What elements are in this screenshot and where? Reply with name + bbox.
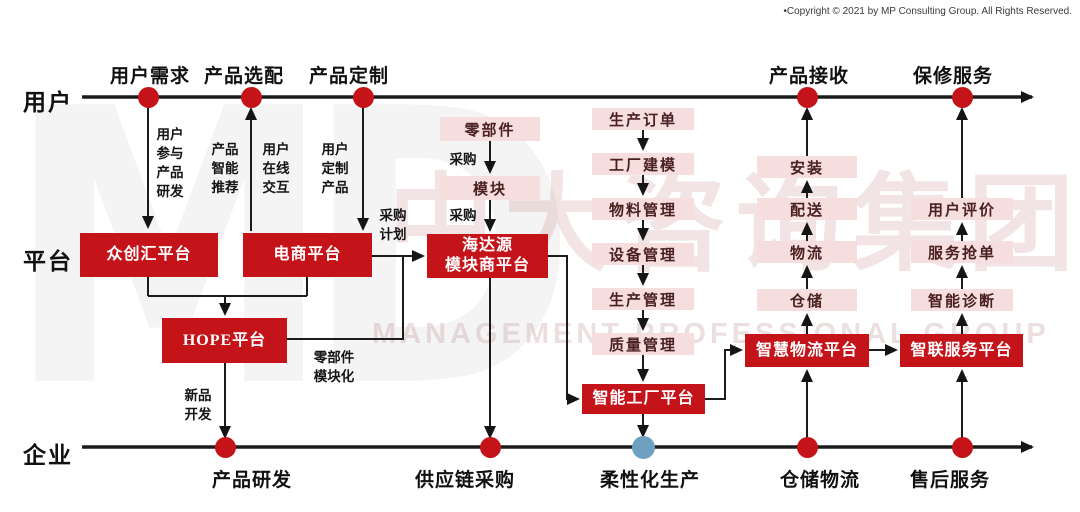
- process-box-production-order: 生产订单: [592, 108, 694, 130]
- node-label-flexible-production: 柔性化生产: [599, 470, 700, 491]
- platform-box-hope: HOPE平台: [162, 318, 287, 363]
- node-label-warehouse-logistics: 仓储物流: [779, 470, 860, 491]
- node-dot-product-reception: [797, 87, 818, 108]
- annotation-user-participates-rd: 用户 参与 产品 研发: [156, 127, 184, 199]
- node-dot-flexible-production: [632, 436, 655, 459]
- process-box-smart-diagnosis: 智能诊断: [911, 289, 1013, 311]
- node-dot-warehouse-logistics: [797, 437, 818, 458]
- process-box-parts: 零部件: [440, 117, 540, 141]
- node-dot-product-rd: [215, 437, 236, 458]
- annotation-procure-module: 采购: [449, 208, 477, 223]
- annotation-parts-modularization: 零部件 模块化: [313, 350, 355, 384]
- process-box-delivery: 配送: [757, 198, 857, 220]
- node-dot-product-customization: [353, 87, 374, 108]
- node-dot-after-sales: [952, 437, 973, 458]
- process-box-factory-modeling: 工厂建模: [592, 153, 694, 175]
- node-label-warranty-service: 保修服务: [912, 66, 993, 87]
- copyright-text: •Copyright © 2021 by MP Consulting Group…: [783, 6, 1072, 17]
- process-box-order-grab: 服务抢单: [911, 241, 1013, 263]
- platform-box-smart-factory: 智能工厂平台: [582, 384, 705, 414]
- node-label-product-rd: 产品研发: [211, 470, 292, 491]
- platform-box-smart-logistics: 智慧物流平台: [745, 334, 869, 367]
- annotation-user-customizes: 用户 定制 产品: [321, 142, 349, 195]
- process-box-module: 模块: [440, 176, 540, 200]
- node-dot-user-demand: [138, 87, 159, 108]
- process-box-install: 安装: [757, 156, 857, 178]
- process-box-material-mgmt: 物料管理: [592, 198, 694, 220]
- node-label-after-sales: 售后服务: [909, 470, 990, 491]
- annotation-new-product-dev: 新品 开发: [184, 388, 212, 422]
- node-label-product-customization: 产品定制: [308, 66, 389, 87]
- node-label-product-reception: 产品接收: [768, 66, 849, 87]
- lane-label-user: 用户: [23, 90, 73, 115]
- lane-label-enterprise: 企业: [23, 443, 73, 468]
- process-box-equipment-mgmt: 设备管理: [592, 243, 694, 265]
- node-label-product-selection: 产品选配: [203, 66, 284, 87]
- annotation-smart-recommendation: 产品 智能 推荐: [211, 142, 239, 195]
- platform-box-ecommerce: 电商平台: [243, 233, 372, 277]
- node-dot-warranty-service: [952, 87, 973, 108]
- lane-label-platform: 平台: [23, 249, 73, 274]
- annotation-procure-parts: 采购: [449, 152, 477, 167]
- node-dot-product-selection: [241, 87, 262, 108]
- process-box-user-review: 用户评价: [911, 198, 1013, 220]
- node-label-supply-chain: 供应链采购: [414, 470, 515, 491]
- node-dot-supply-chain: [480, 437, 501, 458]
- node-label-user-demand: 用户需求: [109, 66, 190, 87]
- platform-box-smart-service: 智联服务平台: [900, 334, 1023, 367]
- platform-box-crowd-innovation: 众创汇平台: [80, 233, 218, 277]
- annotation-online-interaction: 用户 在线 交互: [262, 142, 290, 195]
- process-box-warehouse: 仓储: [757, 289, 857, 311]
- annotation-procurement-plan: 采购 计划: [379, 208, 407, 242]
- process-box-production-mgmt: 生产管理: [592, 288, 694, 310]
- process-box-logistics: 物流: [757, 241, 857, 263]
- platform-box-haidayuan: 海达源 模块商平台: [427, 234, 548, 278]
- process-box-quality-mgmt: 质量管理: [592, 333, 694, 355]
